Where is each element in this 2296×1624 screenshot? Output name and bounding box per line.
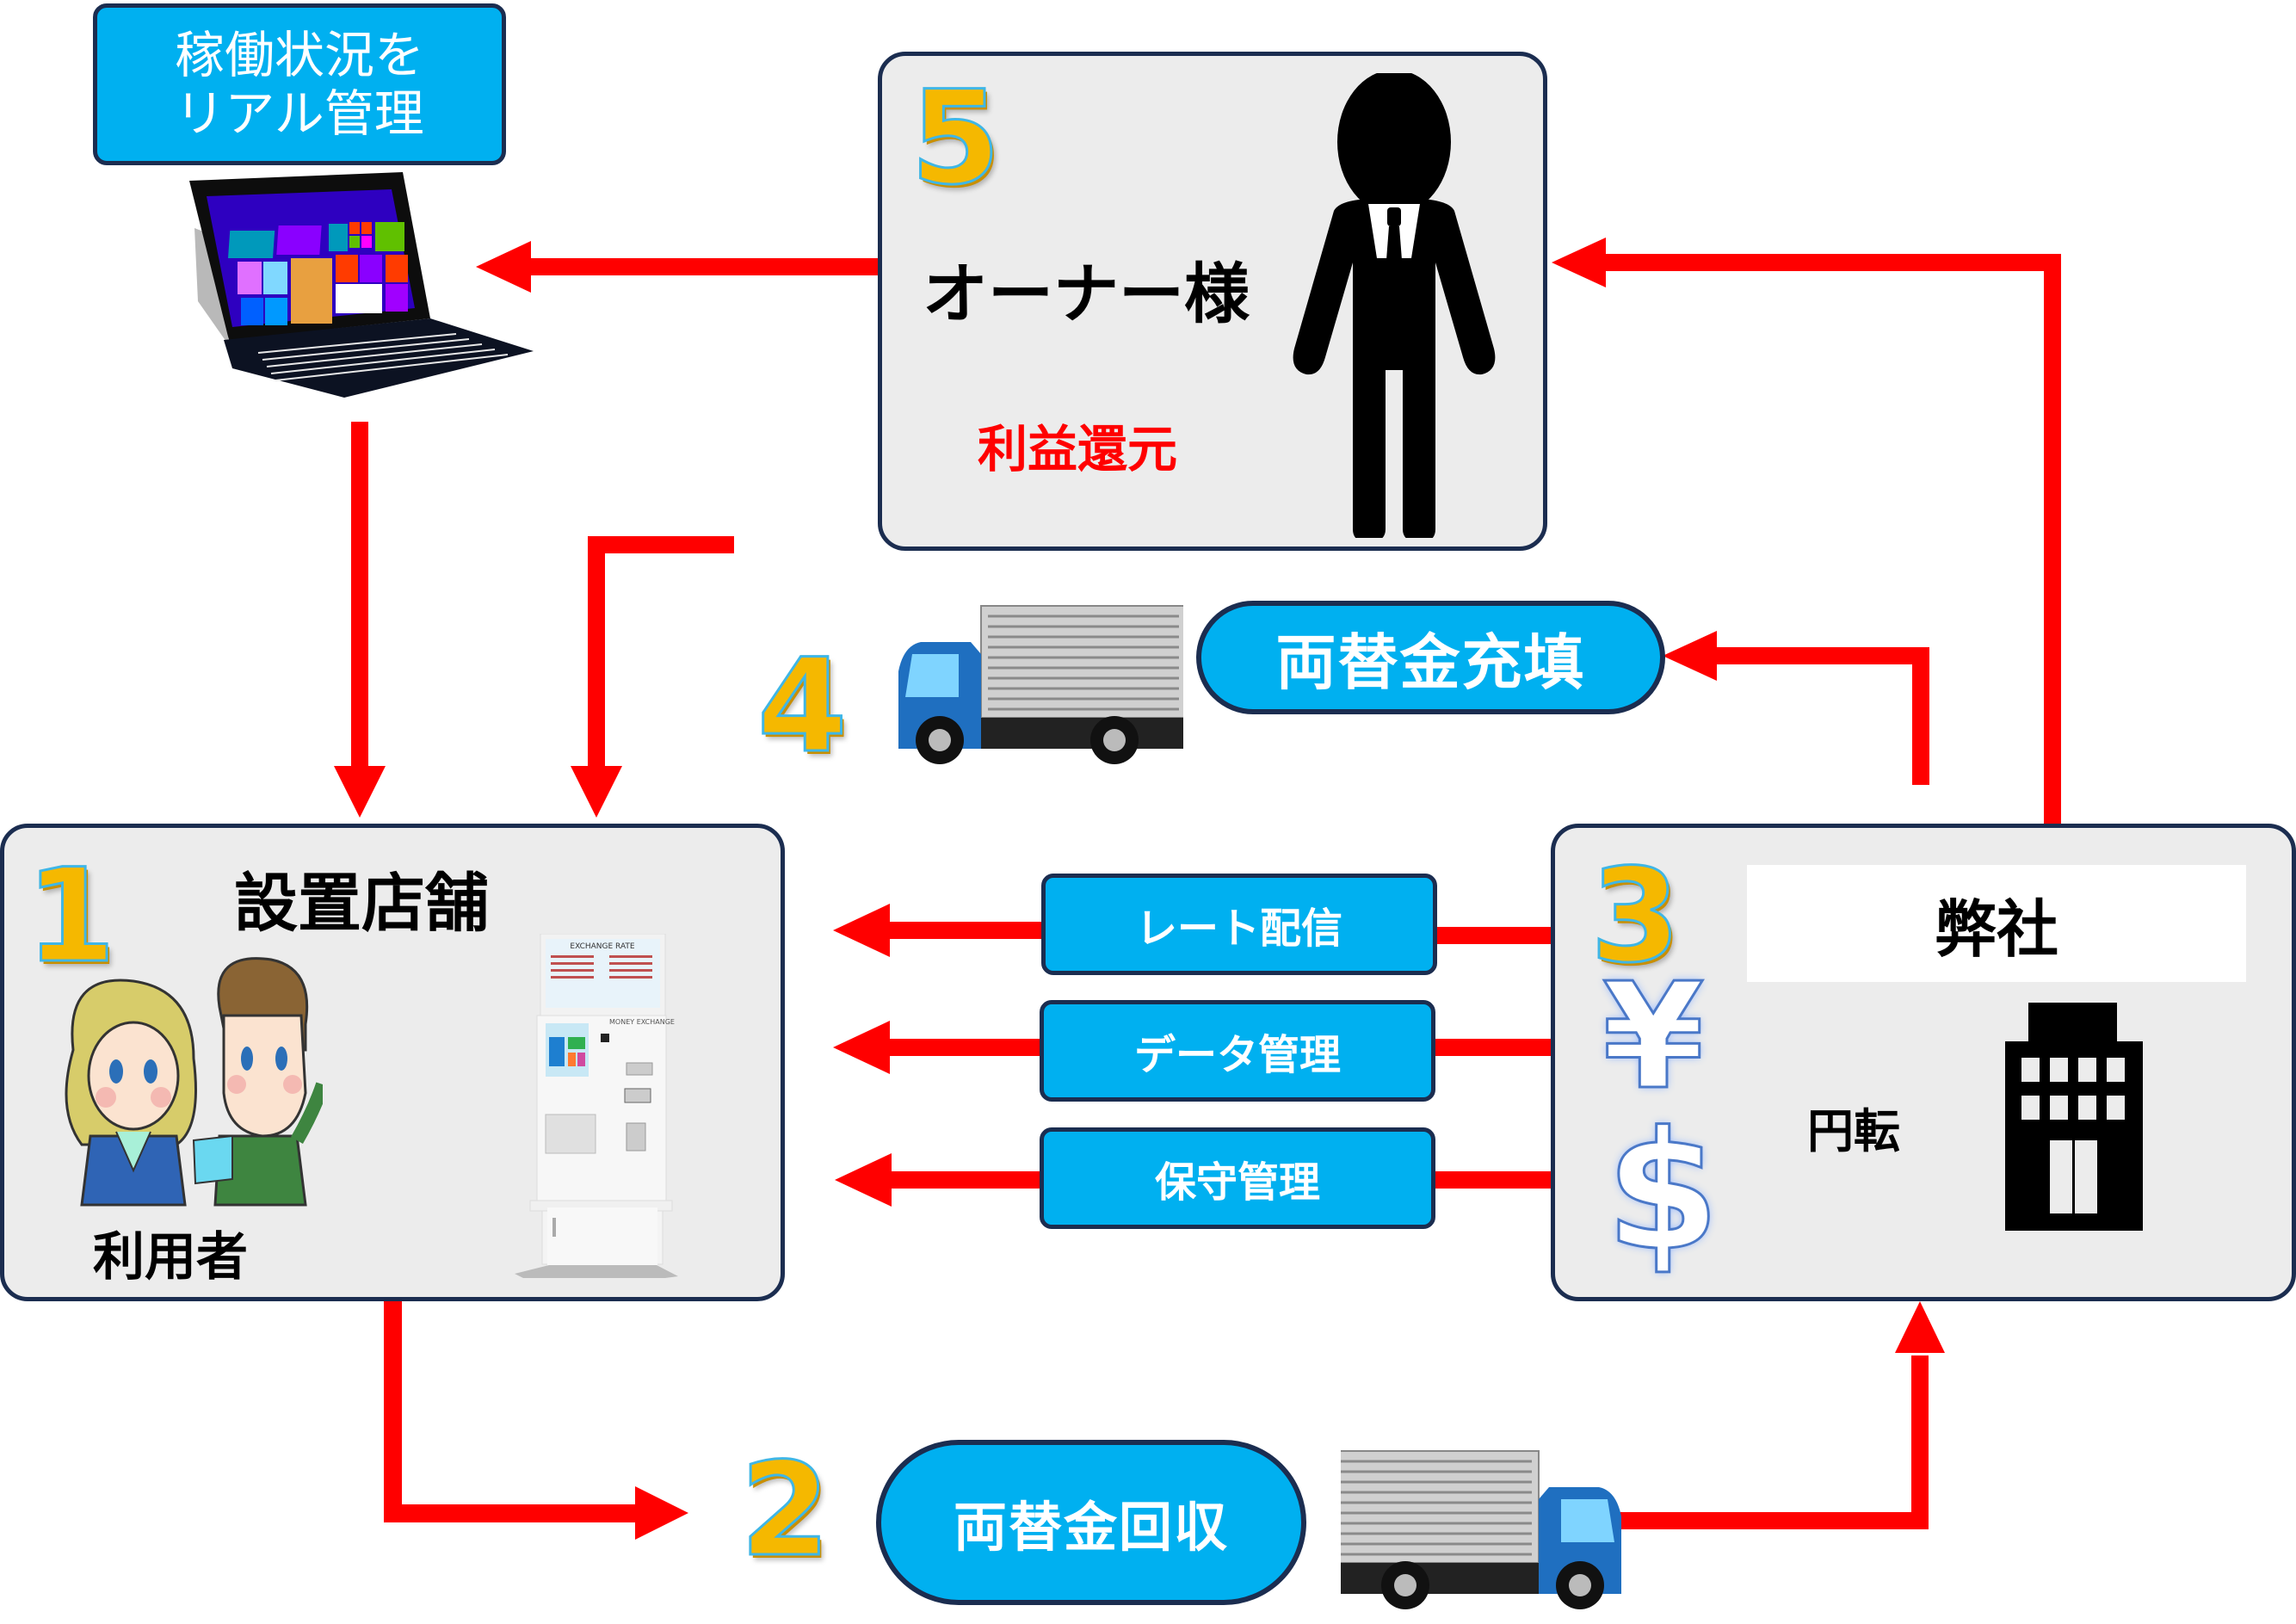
dollar-icon: $ xyxy=(1604,1096,1720,1287)
users-label: 利用者 xyxy=(93,1227,248,1287)
step-number-1: 1 xyxy=(24,842,116,991)
owner-title: オーナー様 xyxy=(923,256,1250,332)
building-icon xyxy=(2005,1003,2143,1231)
truck-icon-refill xyxy=(898,605,1183,764)
monitor-line-1: 稼働状況を xyxy=(174,25,424,84)
profit-return-label: 利益還元 xyxy=(978,420,1178,479)
service-data-management: データ管理 xyxy=(1040,1000,1435,1102)
machine-screen-title: EXCHANGE RATE xyxy=(570,942,635,951)
arrow-refill-to-store xyxy=(571,536,734,818)
yen-icon: ¥ xyxy=(1601,952,1705,1122)
arrow-company-to-refill xyxy=(1663,631,1929,785)
monitor-line-2: リアル管理 xyxy=(175,84,424,143)
exchange-machine-icon: EXCHANGE RATE MONEY EXCHANGE xyxy=(515,934,678,1278)
service-label: レート配信 xyxy=(1135,905,1342,953)
step-number-2: 2 xyxy=(738,1436,830,1585)
service-label: 保守管理 xyxy=(1154,1158,1320,1207)
refill-pill: 両替金充填 xyxy=(1196,601,1665,714)
service-rate-distribution: レート配信 xyxy=(1041,874,1437,975)
step-number-5: 5 xyxy=(909,64,1001,213)
step-number-3: 3 xyxy=(1589,842,1681,991)
arrow-store-to-collection xyxy=(384,1298,688,1540)
arrow-company-to-owner xyxy=(1552,238,2061,831)
company-title-box: 弊社 xyxy=(1747,865,2246,982)
service-maintenance: 保守管理 xyxy=(1040,1127,1435,1229)
arrow-maintenance xyxy=(835,1153,1552,1207)
people-icon xyxy=(65,957,323,1207)
yen-conversion-label: 円転 xyxy=(1807,1104,1900,1158)
truck-icon-collection xyxy=(1341,1450,1621,1609)
company-title: 弊社 xyxy=(1934,892,2058,966)
laptop-icon xyxy=(189,172,534,398)
arrow-collection-to-company xyxy=(1567,1301,1945,1529)
arrow-owner-to-laptop xyxy=(476,241,878,293)
realtime-monitoring-box: 稼働状況を リアル管理 xyxy=(93,3,506,165)
collection-pill: 両替金回収 xyxy=(876,1440,1306,1605)
machine-brand: MONEY EXCHANGE xyxy=(609,1018,675,1026)
arrow-rate-distribution xyxy=(833,904,1552,957)
store-title: 設置店舗 xyxy=(234,867,489,941)
service-label: データ管理 xyxy=(1133,1031,1341,1079)
arrow-laptop-to-store xyxy=(334,422,386,818)
arrow-data-management xyxy=(833,1021,1552,1074)
step-number-4: 4 xyxy=(756,632,848,781)
businessman-icon xyxy=(1293,73,1496,538)
